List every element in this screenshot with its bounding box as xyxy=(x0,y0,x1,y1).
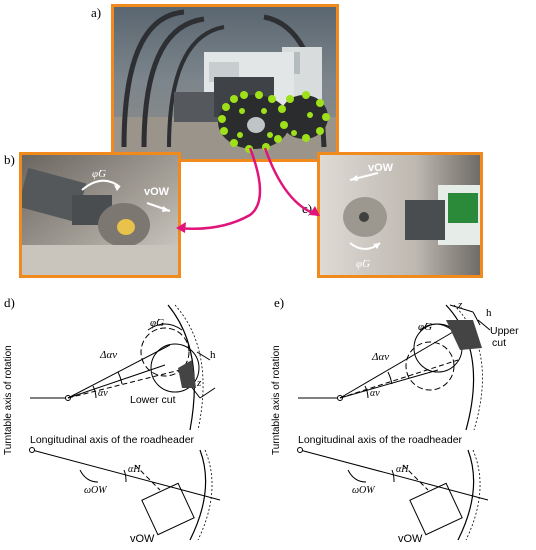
e-h-label: h xyxy=(486,307,492,319)
arrow-to-photo-b xyxy=(177,147,262,230)
photo-b-rotation-label: φ̇G xyxy=(92,168,106,180)
e-delta-alpha-label: Δαv xyxy=(371,351,389,363)
photo-b-velocity-label: vOW xyxy=(144,186,170,198)
photo-lower-cut-image: φ̇G vOW xyxy=(22,155,178,275)
photo-roadheader-image xyxy=(114,7,336,159)
d-h-label: h xyxy=(210,349,216,361)
d-alpha-h-label: αH xyxy=(128,464,141,475)
d-omega-label: ωOW xyxy=(84,485,108,496)
connector-arrows xyxy=(176,147,320,233)
e-rotation-label: φ̇G xyxy=(418,321,432,333)
e-cut-label-line1: Upper xyxy=(490,325,519,337)
d-cut-label: Lower cut xyxy=(130,394,176,406)
photo-upper-cut-image: vOW φ̇G xyxy=(320,155,480,275)
d-turntable-label: Turntable axis of rotation xyxy=(3,345,14,455)
photo-upper-cut: vOW φ̇G xyxy=(317,152,483,278)
d-z-label: z xyxy=(196,377,202,389)
photo-lower-cut: φ̇G vOW xyxy=(19,152,181,278)
panel-label-e: e) xyxy=(274,295,285,310)
d-alpha-v-label: αv xyxy=(98,388,108,399)
panel-label-a: a) xyxy=(91,5,102,20)
d-velocity-label: vOW xyxy=(130,533,155,545)
e-z-label: z xyxy=(457,299,463,311)
panel-label-b: b) xyxy=(4,152,15,167)
d-longitudinal-label: Longitudinal axis of the roadheader xyxy=(30,434,195,446)
d-rotation-label: φ̇G xyxy=(150,317,164,329)
e-turntable-label: Turntable axis of rotation xyxy=(271,345,282,455)
photo-c-velocity-label: vOW xyxy=(368,162,394,174)
e-alpha-h-label: αH xyxy=(396,464,409,475)
panel-label-c: c) xyxy=(302,201,313,216)
e-velocity-label: vOW xyxy=(398,533,423,545)
e-alpha-v-label: αv xyxy=(370,388,380,399)
diagram-lower-cut: Turntable axis of rotation Longitudinal … xyxy=(3,304,221,545)
e-omega-label: ωOW xyxy=(352,485,376,496)
diagram-upper-cut: Turntable axis of rotation Longitudinal … xyxy=(271,299,519,545)
e-longitudinal-label: Longitudinal axis of the roadheader xyxy=(298,434,463,446)
photo-c-rotation-label: φ̇G xyxy=(356,258,370,270)
e-cut-label-line2: cut xyxy=(492,337,506,349)
photo-roadheader xyxy=(111,4,339,162)
panel-label-d: d) xyxy=(4,295,15,310)
upper-cut-hatch xyxy=(446,320,482,350)
arrow-to-photo-c xyxy=(263,147,319,217)
lower-cut-hatch xyxy=(178,360,196,388)
d-delta-alpha-label: Δαv xyxy=(99,349,117,361)
